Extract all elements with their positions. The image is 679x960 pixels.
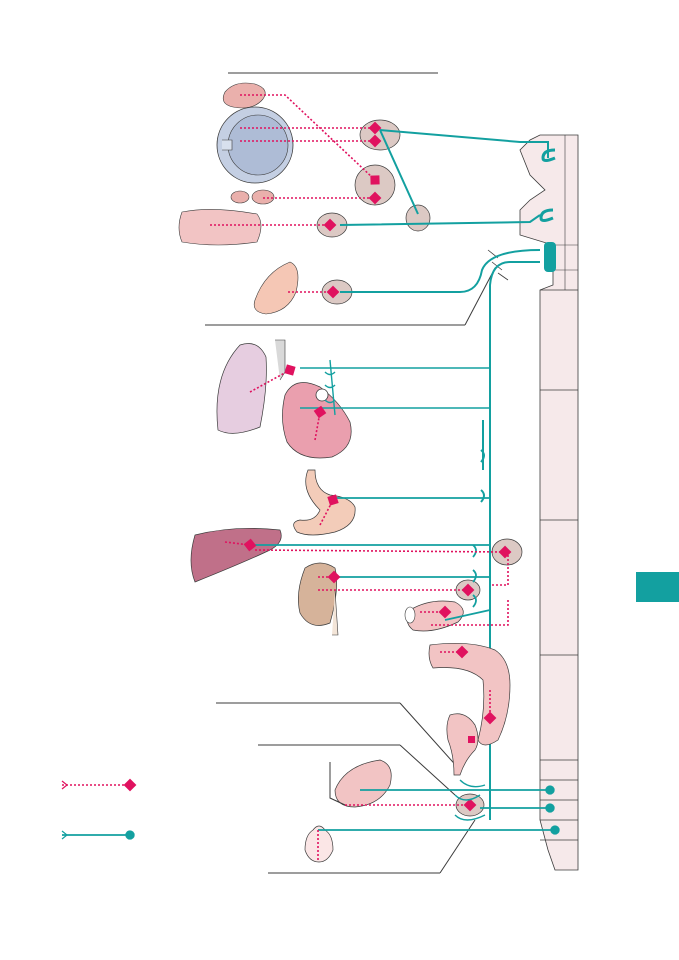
- kidney-organ: [298, 562, 339, 636]
- rectum-ganglion-marker: [468, 736, 475, 743]
- head-ganglia: [316, 119, 431, 305]
- legend: [61, 778, 137, 840]
- parotid-gland-organ: [178, 209, 262, 246]
- abdominal-preganglionic: [224, 494, 512, 742]
- liver-organ: [190, 528, 282, 583]
- thyroid-organ: [253, 261, 299, 315]
- thoracic-preganglionic: [249, 364, 327, 441]
- stomach-organ: [293, 469, 356, 536]
- chapter-thumb-tab: [636, 572, 679, 602]
- legend-preganglionic-fiber: [61, 778, 137, 792]
- head-preganglionic-fibers: [210, 94, 382, 299]
- lung-organ: [216, 339, 286, 434]
- eye-organ: [216, 106, 294, 184]
- bladder-organ: [329, 759, 392, 808]
- rectum-organ: [446, 713, 479, 776]
- genitals-organ: [304, 825, 334, 863]
- salivary-glands-organ: [230, 189, 275, 205]
- pelvic-fibers: [317, 779, 560, 860]
- sympathetic-trunk: [480, 261, 540, 820]
- small-intestine-organ: [404, 600, 464, 632]
- heart-organ: [282, 382, 352, 459]
- spinal-column: [487, 134, 579, 871]
- legend-postganglionic-fiber: [61, 830, 135, 840]
- thoracic-plexus: [300, 359, 490, 416]
- head-postganglionic-fibers: [339, 129, 549, 293]
- otic-ganglion-marker: [372, 177, 379, 184]
